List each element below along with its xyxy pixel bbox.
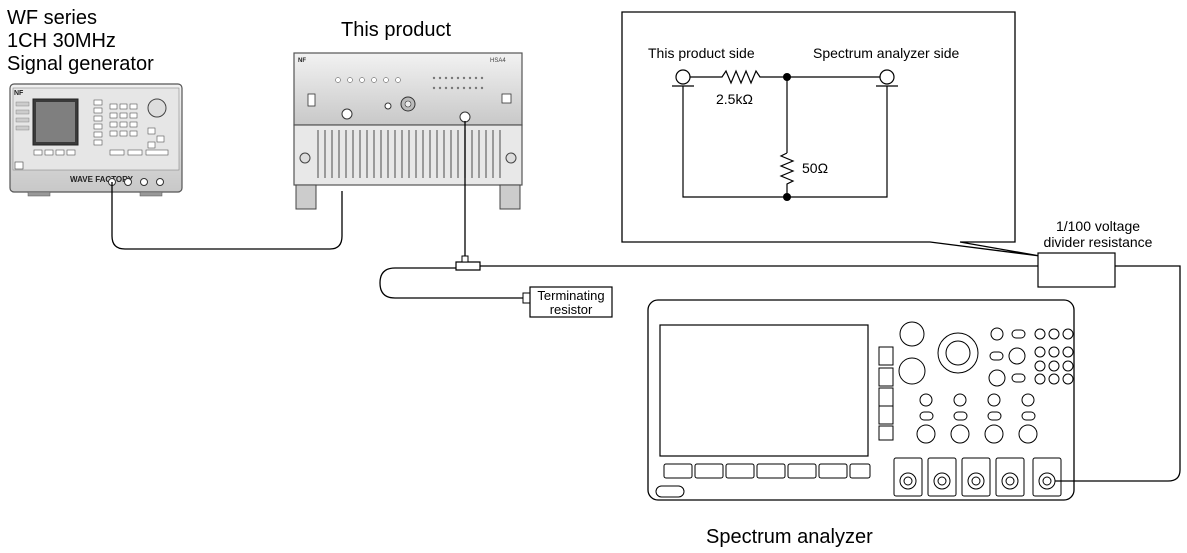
terminator-label-line2: resistor	[549, 302, 593, 317]
t-adapter-stub	[461, 255, 469, 263]
signal-generator-device: NF WAVE FACTORY	[9, 83, 183, 197]
this-product-label: This product	[341, 19, 452, 41]
signal-generator-label-line3: Signal generator	[7, 53, 154, 75]
amplifier-brand: NF	[298, 58, 306, 64]
signal-generator-label-line2: 1CH 30MHz	[7, 30, 116, 52]
amplifier-device: NF HSA4	[293, 52, 523, 210]
divider-label-line1: 1/100 voltage	[1055, 218, 1141, 234]
shunt-resistor-label: 50Ω	[802, 160, 829, 176]
terminator-plug	[522, 292, 531, 304]
signal-generator-label-line1: WF series	[7, 7, 97, 29]
terminating-resistor	[529, 286, 613, 318]
analyzer-side-label: Spectrum analyzer side	[813, 45, 960, 61]
terminator-label: Terminating resistor	[531, 289, 611, 317]
cables	[111, 121, 1181, 482]
series-resistor-label: 2.5kΩ	[716, 91, 753, 107]
spectrum-analyzer-device	[647, 299, 1075, 501]
generator-brand: NF	[14, 90, 24, 97]
signal-generator-label: WF series 1CH 30MHz Signal generator	[7, 7, 154, 76]
divider-label-line2: divider resistance	[1043, 234, 1153, 250]
spectrum-analyzer-label: Spectrum analyzer	[706, 526, 873, 548]
terminator-label-line1: Terminating	[537, 288, 605, 303]
circuit-inset	[621, 11, 1041, 257]
amplifier-model: HSA4	[490, 58, 506, 64]
generator-logo: WAVE FACTORY	[70, 175, 134, 184]
product-side-label: This product side	[648, 45, 755, 61]
divider-label: 1/100 voltage divider resistance	[1022, 218, 1174, 250]
t-adapter	[455, 261, 481, 271]
divider-resistance-box	[1037, 252, 1116, 288]
